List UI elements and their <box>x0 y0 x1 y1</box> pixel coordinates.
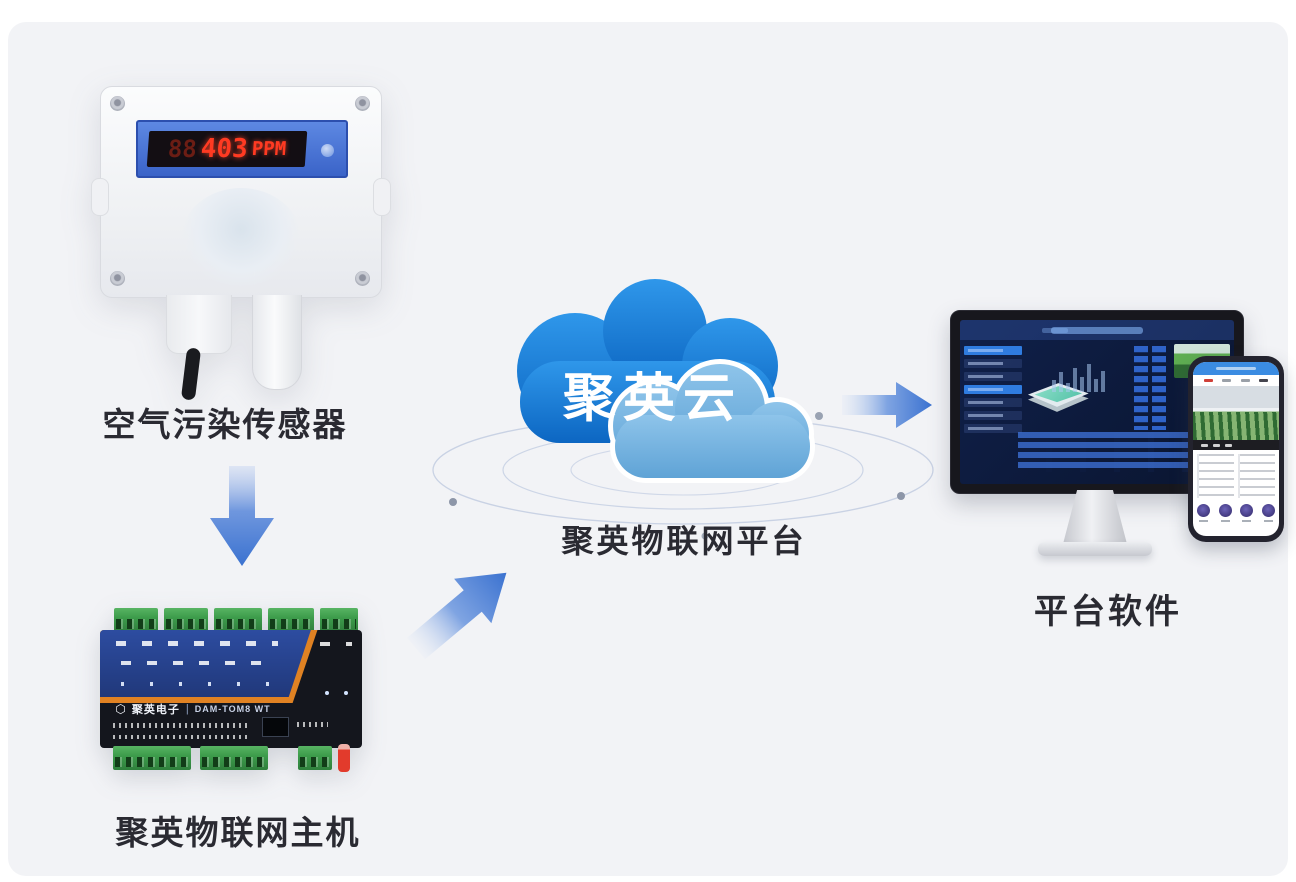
pin-row <box>113 723 250 729</box>
arrow-up-right-icon <box>407 572 507 660</box>
label-iot-platform: 聚英物联网平台 <box>561 523 807 559</box>
control-knob-icon <box>1261 504 1275 522</box>
label-platform-software: 平台软件 <box>1034 593 1182 631</box>
cloud-icon: 聚英云 <box>517 279 815 483</box>
board-label-row <box>320 641 352 646</box>
label-iot-host: 聚英物联网主机 <box>115 814 361 851</box>
dashboard-subtitle-blur <box>1042 328 1069 333</box>
dashboard-sidebar <box>964 346 1022 442</box>
terminal-block <box>200 746 268 770</box>
dashboard-bar-chart <box>1052 356 1132 392</box>
node-dot <box>449 498 457 506</box>
screw-icon <box>355 271 370 286</box>
screw-icon <box>110 96 125 111</box>
screw-icon <box>110 271 125 286</box>
dashboard-table <box>1018 432 1220 472</box>
control-knob-icon <box>1240 504 1254 522</box>
antenna-connector <box>338 744 350 772</box>
brand-name: 聚英电子 <box>131 703 180 716</box>
crop-rows <box>1193 411 1279 442</box>
board-label-row <box>115 640 279 646</box>
phone-icon-row <box>1193 502 1279 530</box>
status-led-icon <box>325 691 330 696</box>
ethernet-port <box>262 717 290 737</box>
node-dot <box>701 532 709 540</box>
sidebar-row <box>964 372 1022 381</box>
monitor-stand-base <box>1038 542 1152 556</box>
arrow-down-icon <box>210 466 274 566</box>
dashboard-data-column <box>1134 346 1148 430</box>
display-logo-icon <box>321 144 334 157</box>
brand-divider: | <box>185 702 189 715</box>
pin-row <box>296 722 328 728</box>
model-name: DAM-TOM8 WT <box>194 703 271 714</box>
sidebar-row <box>964 359 1022 368</box>
mount-tab <box>373 178 391 216</box>
mount-tab <box>91 178 109 216</box>
brand-logo-icon: ⬡ <box>115 701 126 716</box>
sidebar-row <box>964 424 1022 433</box>
phone-image <box>1188 356 1284 542</box>
cloud-text: 聚英云 <box>562 370 743 428</box>
phone-data-list <box>1193 450 1279 502</box>
cable-gland <box>166 295 232 354</box>
board-brand-row: ⬡ 聚英电子 | DAM-TOM8 WT <box>100 701 286 717</box>
controller-board: ⬡ 聚英电子 | DAM-TOM8 WT <box>100 630 362 748</box>
phone-tab-row <box>1193 375 1279 386</box>
air-pollution-sensor-image: 88 403 PPM <box>91 86 391 401</box>
control-knob-icon <box>1218 504 1232 522</box>
sensor-dome <box>182 188 300 286</box>
arrow-right-icon <box>842 382 932 428</box>
display-value: 403 <box>199 134 249 164</box>
phone-screen <box>1193 362 1279 536</box>
board-label-row <box>120 660 268 665</box>
control-knob-icon <box>1197 504 1211 522</box>
phone-greenhouse-photo <box>1193 386 1279 450</box>
sensor-display-readout: 88 403 PPM <box>146 131 308 167</box>
status-led-icon <box>343 691 348 696</box>
board-led-row <box>120 681 273 686</box>
sensor-cable <box>180 347 202 401</box>
sidebar-row <box>964 411 1022 420</box>
screw-icon <box>355 96 370 111</box>
node-dot <box>815 412 823 420</box>
phone-header-bar <box>1193 362 1279 375</box>
sidebar-row-selected <box>964 346 1022 355</box>
iot-host-image: ⬡ 聚英电子 | DAM-TOM8 WT <box>100 606 362 774</box>
terminal-block <box>298 746 332 770</box>
dashboard-title-blur <box>1051 327 1143 334</box>
photo-control-strip <box>1193 440 1279 450</box>
dashboard-data-column <box>1152 346 1166 430</box>
label-air-pollution-sensor: 空气污染传感器 <box>102 406 348 443</box>
terminal-block <box>114 608 158 632</box>
terminal-block <box>268 608 314 632</box>
cloud-front <box>613 364 810 478</box>
sidebar-row-selected <box>964 385 1022 394</box>
pin-row <box>113 735 250 740</box>
terminal-block <box>320 608 358 632</box>
sidebar-row <box>964 398 1022 407</box>
node-dot <box>897 492 905 500</box>
terminal-block <box>214 608 262 632</box>
list-column <box>1197 454 1234 498</box>
display-dim-digits: 88 <box>166 135 198 163</box>
display-unit: PPM <box>250 138 287 160</box>
terminal-block <box>164 608 208 632</box>
list-column <box>1238 454 1275 498</box>
terminal-block <box>113 746 191 770</box>
sensor-probe <box>252 295 302 390</box>
sensor-display: 88 403 PPM <box>136 120 348 178</box>
